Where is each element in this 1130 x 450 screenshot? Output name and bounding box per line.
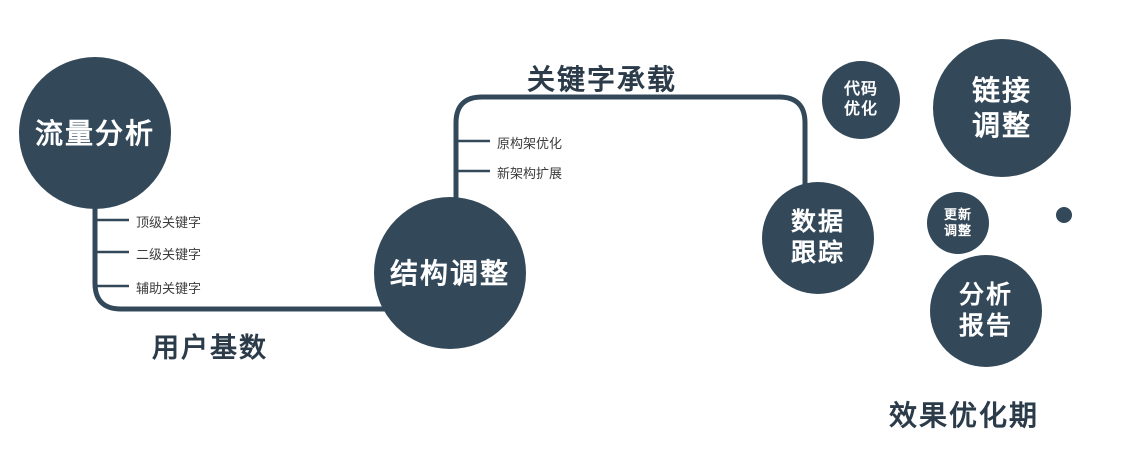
node-link-adjust: 链接 调整 bbox=[933, 39, 1071, 177]
node-structure-adjust-label: 结构调整 bbox=[389, 257, 510, 289]
left-tick-label-2: 二级关键字 bbox=[136, 247, 202, 262]
node-structure-adjust: 结构调整 bbox=[374, 197, 526, 349]
node-traffic-analysis: 流量分析 bbox=[19, 57, 171, 209]
mid-tick-label-2: 新架构扩展 bbox=[497, 166, 563, 181]
node-update-adjust-line1: 更新 bbox=[943, 206, 972, 222]
edge-traffic-to-structure bbox=[92, 182, 424, 312]
node-data-tracking: 数据 跟踪 bbox=[762, 182, 874, 294]
node-data-tracking-line2: 跟踪 bbox=[790, 239, 845, 267]
node-analysis-report: 分析 报告 bbox=[930, 255, 1042, 367]
node-link-adjust-line1: 链接 bbox=[971, 75, 1032, 106]
mid-tick-label-1: 原构架优化 bbox=[497, 136, 563, 151]
node-analysis-report-line2: 报告 bbox=[958, 312, 1013, 340]
node-update-adjust: 更新 调整 bbox=[927, 192, 989, 254]
node-data-tracking-line1: 数据 bbox=[790, 207, 845, 236]
label-keyword-bearing: 关键字承载 bbox=[527, 64, 678, 95]
label-user-base: 用户基数 bbox=[152, 333, 268, 363]
left-tick-label-3: 辅助关键字 bbox=[136, 281, 202, 296]
node-code-optimize: 代码 优化 bbox=[822, 61, 900, 139]
left-tick-label-1: 顶级关键字 bbox=[136, 215, 202, 230]
node-analysis-report-line1: 分析 bbox=[958, 280, 1013, 309]
label-effect-period: 效果优化期 bbox=[889, 400, 1040, 431]
node-update-adjust-line2: 调整 bbox=[943, 223, 972, 238]
edge-structure-to-tracking bbox=[453, 94, 808, 200]
node-traffic-analysis-label: 流量分析 bbox=[34, 117, 155, 149]
dot-marker bbox=[1056, 207, 1072, 223]
node-code-optimize-line1: 代码 bbox=[843, 81, 878, 98]
node-link-adjust-line2: 调整 bbox=[971, 110, 1032, 141]
node-code-optimize-line2: 优化 bbox=[843, 101, 878, 118]
